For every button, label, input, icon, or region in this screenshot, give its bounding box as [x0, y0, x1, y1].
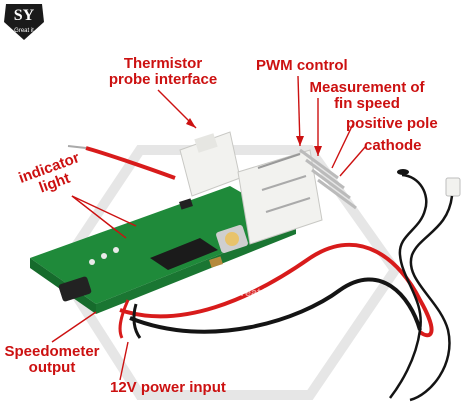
fin-speed-callout-line2: fin speed: [334, 95, 400, 112]
cathode-callout: cathode: [364, 137, 422, 154]
wire-lead-upper: [67, 145, 87, 149]
wire-black-bottom: [132, 303, 142, 339]
fin-speed-callout-line1: Measurement of: [309, 79, 425, 96]
positive-pole-callout: positive pole: [346, 115, 438, 132]
wire-red-bottom: [118, 299, 130, 339]
power-input-callout: 12V power input: [110, 379, 226, 396]
watermark: Great it: [232, 287, 271, 299]
wire-red-right: [119, 243, 434, 338]
pcb-board: [30, 186, 296, 314]
pwm-callout: PWM control: [256, 57, 348, 74]
fan-connector: [237, 148, 357, 245]
thermistor-callout: Thermistor probe interface: [104, 56, 222, 88]
callout-arrowheads: [186, 118, 322, 156]
thermistor-connector: [179, 131, 241, 197]
logo-letters: SY: [13, 7, 35, 24]
wire-red-upper: [85, 146, 176, 180]
logo-badge-icon: [4, 4, 44, 40]
speedometer-callout-line1: Speedometer: [4, 343, 100, 360]
fin-speed-callout: Measurement of fin speed: [308, 80, 426, 112]
brand-logo: SY Great it: [2, 2, 46, 42]
thermistor-callout-line2: probe interface: [108, 71, 218, 88]
thermistor-probe: [389, 169, 461, 402]
thermistor-callout-line1: Thermistor: [123, 55, 203, 72]
speedometer-callout: Speedometer output: [2, 344, 102, 376]
wire-black-right: [129, 277, 422, 334]
logo-caption: Great it: [14, 28, 34, 34]
speedometer-callout-line2: output: [28, 359, 76, 376]
